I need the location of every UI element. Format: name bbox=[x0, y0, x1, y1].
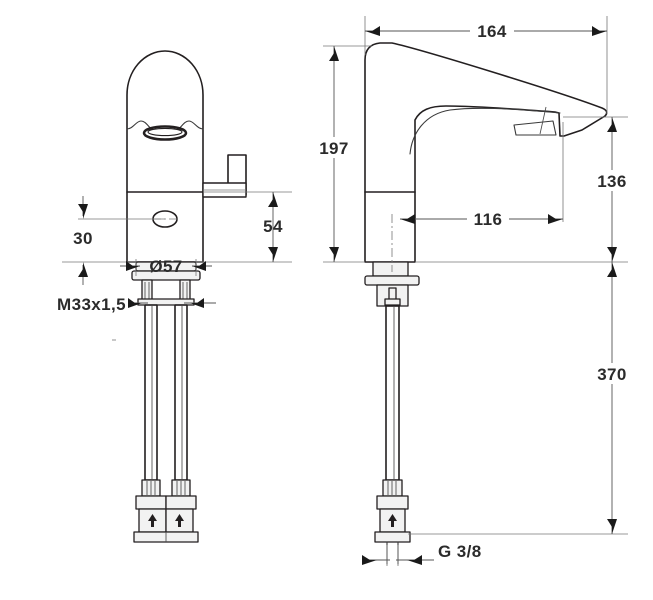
dim-370-label: 370 bbox=[597, 365, 627, 384]
front-hose-right bbox=[174, 304, 188, 481]
side-valve-collar bbox=[376, 495, 409, 510]
side-flow-arrow-icon bbox=[388, 514, 397, 527]
front-flow-arrow-left-icon bbox=[148, 514, 157, 527]
dim-30-arrow-up-icon bbox=[78, 262, 88, 277]
side-hose bbox=[385, 305, 400, 481]
dim-57-arrow-right-icon bbox=[192, 261, 206, 271]
front-base-flange-mid bbox=[131, 270, 201, 281]
side-valve-outlet-base bbox=[374, 531, 411, 543]
side-spout-tip-mark bbox=[539, 106, 547, 135]
dim-164-arrow-left-icon bbox=[365, 26, 380, 36]
dim-54-label: 54 bbox=[263, 217, 283, 236]
front-body-outline bbox=[126, 50, 204, 263]
side-spout-tip-facet bbox=[513, 120, 557, 136]
front-sensor-lens-outer bbox=[142, 125, 188, 141]
front-sensor-lens-inner bbox=[147, 127, 183, 137]
dim-197-label: 197 bbox=[319, 139, 349, 158]
side-deck-flange bbox=[364, 275, 420, 286]
dim-197-label-bg bbox=[316, 137, 353, 158]
side-elevation-view bbox=[364, 42, 608, 565]
dim-116-label: 116 bbox=[474, 210, 503, 229]
dim-197-arrow-top-icon bbox=[329, 46, 339, 61]
dim-370-label-bg bbox=[594, 363, 631, 384]
front-flow-arrow-right-icon bbox=[175, 514, 184, 527]
front-hose-left bbox=[144, 304, 158, 481]
side-view-dimensions: 164 197 136 116 bbox=[316, 16, 631, 566]
side-spout-inner-curve bbox=[409, 107, 561, 155]
dim-g38-arrow-right-icon bbox=[407, 555, 422, 565]
dim-136-arrow-bottom-icon bbox=[607, 247, 617, 262]
dim-136-label: 136 bbox=[597, 172, 627, 191]
dim-164-label: 164 bbox=[477, 22, 507, 41]
side-deck-plate-upper bbox=[372, 261, 409, 277]
dim-116-label-bg bbox=[467, 209, 509, 229]
dim-197-arrow-bottom-icon bbox=[329, 247, 339, 262]
side-ferrule bbox=[382, 479, 403, 497]
dim-116-arrow-left-icon bbox=[400, 214, 415, 224]
dim-136-arrow-top-icon bbox=[607, 117, 617, 132]
dim-164-label-bg bbox=[470, 21, 514, 41]
front-valve-left-collar bbox=[135, 495, 167, 510]
dim-m33-label: M33x1,5 bbox=[57, 295, 126, 314]
dim-164-arrow-right-icon bbox=[592, 26, 607, 36]
side-body-spout-outline bbox=[364, 42, 608, 263]
dim-30-label: 30 bbox=[73, 229, 93, 248]
dim-g38-arrow-left-icon bbox=[362, 555, 377, 565]
dim-370-arrow-bottom-icon bbox=[607, 519, 617, 534]
dim-136-label-bg bbox=[594, 170, 631, 191]
dim-54-arrow-bottom-icon bbox=[268, 247, 278, 262]
dim-m33-arrow-left-icon bbox=[128, 298, 142, 308]
dim-116-arrow-right-icon bbox=[548, 214, 563, 224]
front-view-dimensions: 30 54 Ø57 M33x1,5 bbox=[57, 191, 292, 314]
dim-30-arrow-down-icon bbox=[78, 204, 88, 219]
dim-g38-label: G 3/8 bbox=[438, 542, 482, 561]
front-elevation-view bbox=[112, 50, 247, 543]
front-lock-nut bbox=[137, 298, 195, 306]
dim-54-arrow-top-icon bbox=[268, 192, 278, 207]
side-deck-stud-foot bbox=[384, 298, 401, 306]
front-valve-right-collar bbox=[165, 495, 197, 510]
dim-57-arrow-left-icon bbox=[126, 261, 140, 271]
dim-m33-arrow-right-icon bbox=[190, 298, 204, 308]
dim-370-arrow-top-icon bbox=[607, 262, 617, 277]
dim-57-label: Ø57 bbox=[149, 257, 182, 276]
